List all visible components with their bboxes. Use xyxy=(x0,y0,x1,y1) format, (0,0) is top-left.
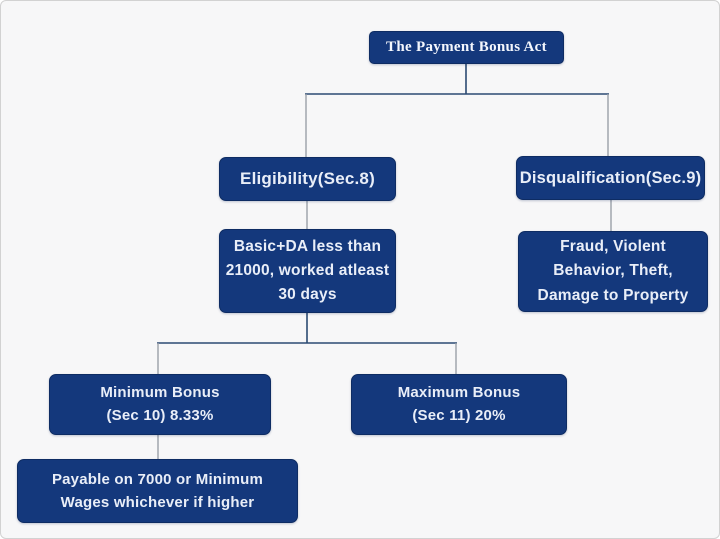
node-label-line: Basic+DA less than xyxy=(233,237,382,255)
node-maximum-bonus: Maximum Bonus (Sec 11) 20% xyxy=(351,374,567,435)
node-label: The Payment Bonus Act xyxy=(386,39,547,55)
node-eligibility: Eligibility(Sec.8) xyxy=(219,157,396,201)
node-label-line: Payable on 7000 or Minimum xyxy=(51,470,264,488)
node-label-line: Minimum Bonus xyxy=(100,384,220,401)
node-disqualification-reasons: Fraud, Violent Behavior, Theft, Damage t… xyxy=(518,231,708,312)
node-label-line: Fraud, Violent xyxy=(560,238,666,256)
node-label: Disqualification(Sec.9) xyxy=(519,168,702,187)
node-disqualification: Disqualification(Sec.9) xyxy=(516,156,705,200)
node-label-line: (Sec 10) 8.33% xyxy=(106,406,214,424)
node-eligibility-criteria: Basic+DA less than 21000, worked atleast… xyxy=(219,229,396,313)
node-label: Eligibility(Sec.8) xyxy=(240,169,375,188)
node-label-line: Damage to Property xyxy=(537,286,689,304)
node-label-line: 21000, worked atleast xyxy=(225,261,390,279)
node-payable-basis: Payable on 7000 or Minimum Wages whichev… xyxy=(17,459,298,523)
node-label-line: 30 days xyxy=(278,286,337,303)
node-label-line: (Sec 11) 20% xyxy=(412,406,506,424)
node-label-line: Wages whichever if higher xyxy=(60,494,255,511)
node-payment-bonus-act: The Payment Bonus Act xyxy=(369,31,564,64)
node-label-line: Maximum Bonus xyxy=(397,384,521,401)
node-label-line: Behavior, Theft, xyxy=(553,262,673,280)
node-minimum-bonus: Minimum Bonus (Sec 10) 8.33% xyxy=(49,374,271,435)
